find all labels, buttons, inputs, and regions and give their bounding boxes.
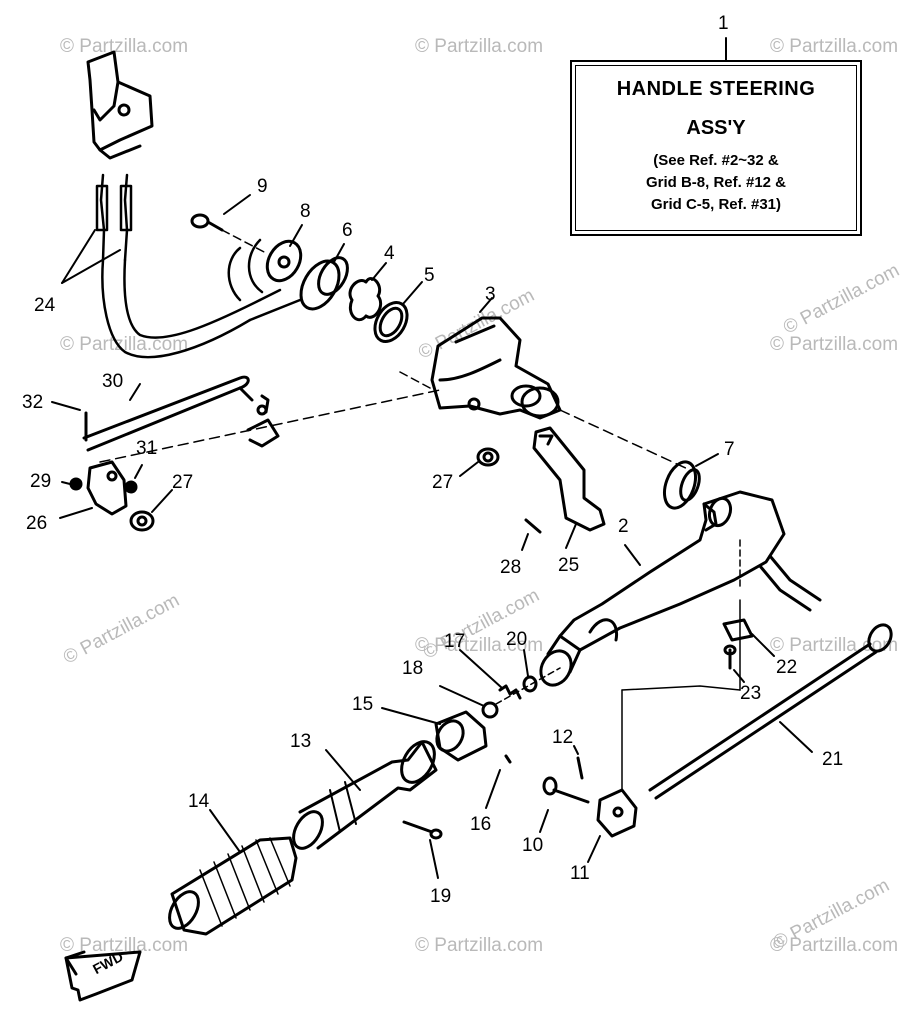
watermark: © Partzilla.com <box>60 36 189 57</box>
washer-27-left <box>129 489 173 532</box>
spring-17 <box>459 649 522 700</box>
part-label: 11 <box>570 863 590 884</box>
part-label: 2 <box>618 516 629 537</box>
part-label: 19 <box>430 886 452 907</box>
watermark: © Partzilla.com <box>770 935 899 956</box>
part-label: 22 <box>776 657 798 678</box>
pin-12 <box>573 745 584 780</box>
part-label: 3 <box>485 284 496 305</box>
part-label: 24 <box>34 295 56 316</box>
part-label: 28 <box>500 557 522 578</box>
nut-31 <box>124 464 143 494</box>
throttle-bracket <box>86 50 154 160</box>
wave-washer-4 <box>348 262 387 322</box>
watermark: © Partzilla.com <box>415 935 544 956</box>
screw-23 <box>723 644 745 683</box>
watermark: © Partzilla.com <box>770 635 899 656</box>
part-label: 27 <box>432 472 454 493</box>
washer-27-right <box>459 447 500 477</box>
part-label: 27 <box>172 472 194 493</box>
screw-20 <box>522 649 538 693</box>
bushing-6 <box>299 243 349 311</box>
part-label: 13 <box>290 731 312 752</box>
plate-8 <box>265 224 303 283</box>
part-label: 5 <box>424 265 435 286</box>
part-label: 16 <box>470 814 492 835</box>
callout-note-line: Grid B-8, Ref. #12 & <box>645 174 787 191</box>
part-label: 26 <box>26 513 48 534</box>
ball-18 <box>439 685 499 719</box>
steering-handle-2 <box>539 490 822 791</box>
watermark: © Partzilla.com <box>60 935 189 956</box>
fwd-arrow <box>64 950 142 1002</box>
link-rod-30 <box>82 375 280 452</box>
assembly-callout: HANDLE STEERING ASS'Y (See Ref. #2~32 & … <box>570 60 862 236</box>
screw-9 <box>190 194 251 232</box>
callout-note-line: Grid C-5, Ref. #31) <box>650 196 782 213</box>
clip-22 <box>722 618 775 657</box>
part-label: 32 <box>22 392 44 413</box>
callout-title: HANDLE STEERING <box>616 78 816 100</box>
throttle-cables <box>95 173 302 359</box>
nut-29 <box>61 477 83 491</box>
callout-subtitle: ASS'Y <box>686 117 746 139</box>
ring-5 <box>373 281 423 343</box>
callout-note-line: (See Ref. #2~32 & <box>653 152 779 169</box>
part-label: 23 <box>740 683 762 704</box>
watermark: © Partzilla.com <box>60 334 189 355</box>
throttle-rod-21 <box>648 623 893 800</box>
screw-28 <box>521 518 542 551</box>
part-label: 20 <box>506 629 528 650</box>
washer-7 <box>662 453 719 510</box>
part-label: 7 <box>724 439 735 460</box>
watermark: © Partzilla.com <box>415 36 544 57</box>
watermark: © Partzilla.com <box>415 635 544 656</box>
part-label: 29 <box>30 471 52 492</box>
part-label: 17 <box>444 631 466 652</box>
screw-19 <box>402 820 443 879</box>
watermark: © Partzilla.com <box>770 36 899 57</box>
throttle-shaft-13 <box>292 740 438 850</box>
part-label: 30 <box>102 371 124 392</box>
part-label: 10 <box>522 835 544 856</box>
part-label: 12 <box>552 727 574 748</box>
callout-frame <box>575 65 857 231</box>
arm-25 <box>532 426 606 549</box>
watermark: © Partzilla.com <box>770 334 899 355</box>
part-label: 4 <box>384 243 395 264</box>
part-label: 15 <box>352 694 374 715</box>
part-label: 6 <box>342 220 353 241</box>
part-label: 8 <box>300 201 311 222</box>
callout-ref-number: 1 <box>718 13 729 34</box>
pin-10 <box>539 776 590 833</box>
part-label: 31 <box>136 438 158 459</box>
steering-bracket-3 <box>430 297 562 420</box>
part-label: 14 <box>188 791 210 812</box>
bracket-11 <box>587 788 638 863</box>
joint-26 <box>59 460 128 519</box>
callout-note: (See Ref. #2~32 & Grid B-8, Ref. #12 & G… <box>572 150 860 216</box>
throttle-grip-14 <box>168 809 298 936</box>
part-label: 25 <box>558 555 580 576</box>
pin-32 <box>51 401 88 442</box>
part-label: 21 <box>822 749 844 770</box>
collar-15 <box>381 707 488 762</box>
part-label: 9 <box>257 176 268 197</box>
part-label: 18 <box>402 658 424 679</box>
pin-16 <box>485 754 512 809</box>
